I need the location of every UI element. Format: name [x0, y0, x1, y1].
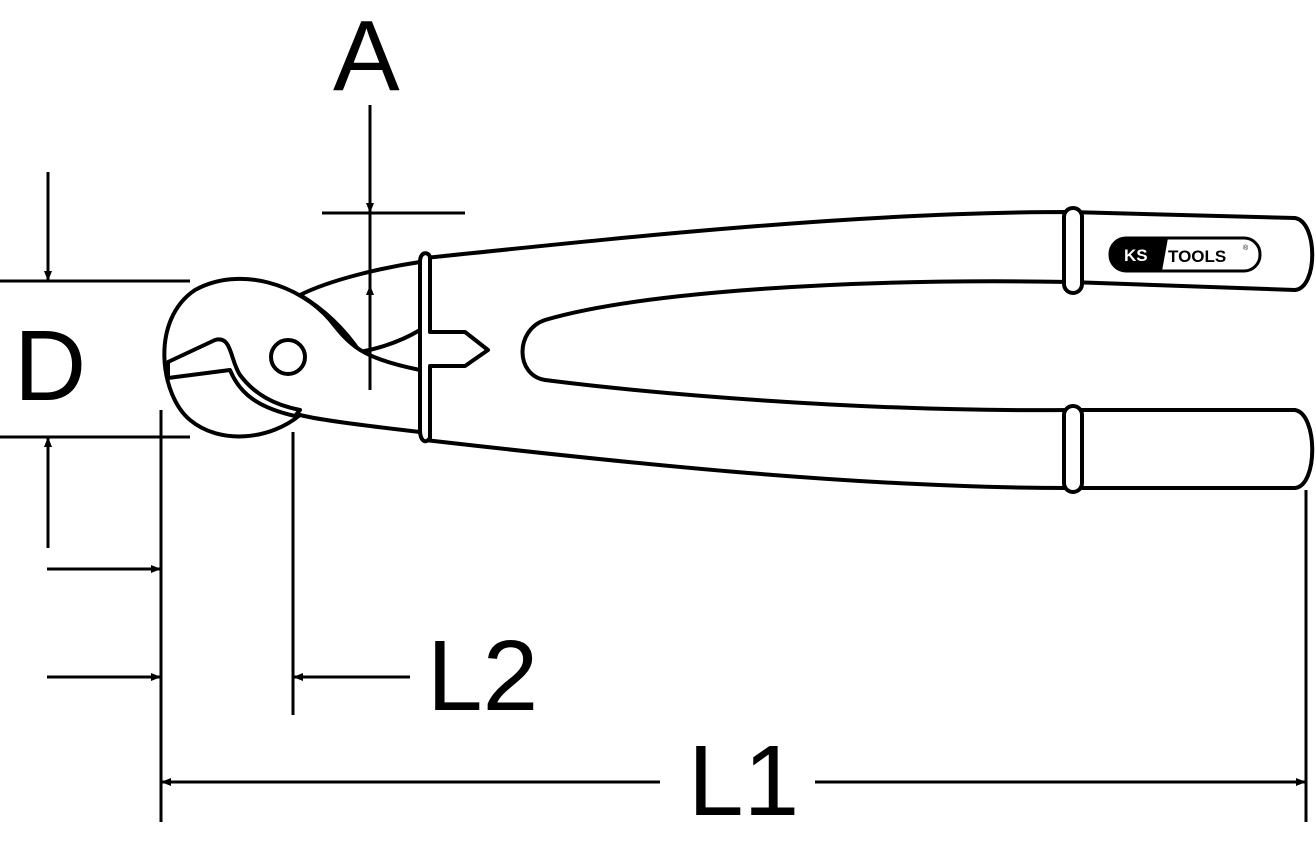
dimension-l2: L2 [293, 620, 538, 732]
upper-handle [423, 210, 1315, 490]
pivot-rivet [269, 338, 307, 376]
brand-logo: KS TOOLS ® [1108, 236, 1262, 273]
cutter-blade [166, 337, 302, 418]
dimension-a: A [322, 0, 465, 390]
label-l1: L1 [688, 725, 799, 837]
upper-grip-ring [1062, 206, 1084, 295]
dimension-l1: L1 [161, 725, 1306, 837]
svg-text:®: ® [1243, 244, 1249, 252]
lower-grip-ring [1062, 404, 1084, 494]
dimension-d: D [0, 172, 190, 548]
joint-block [418, 251, 490, 444]
pliers-outline: KS TOOLS ® [162, 206, 1315, 494]
label-a: A [333, 0, 400, 112]
label-l2: L2 [427, 620, 538, 732]
svg-text:TOOLS: TOOLS [1168, 247, 1226, 266]
label-d: D [14, 310, 86, 422]
svg-text:KS: KS [1124, 246, 1148, 265]
upper-jaw [298, 260, 422, 354]
